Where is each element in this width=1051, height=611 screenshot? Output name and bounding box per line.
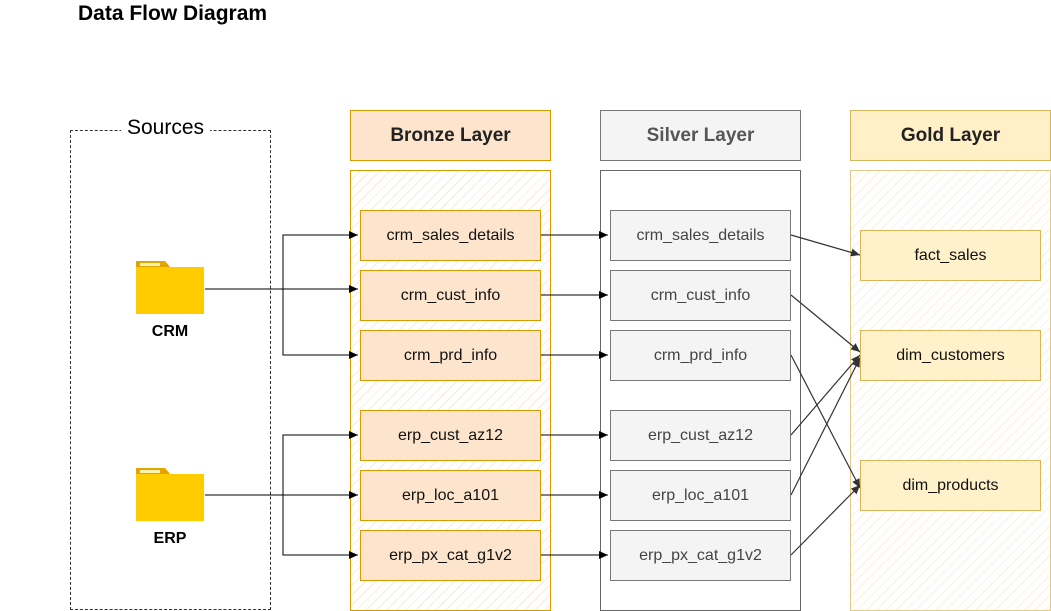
bronze-table-crm-cust-info: crm_cust_info: [360, 270, 541, 321]
bronze-layer-header: Bronze Layer: [350, 110, 551, 161]
edge-erp-to-erp-px-cat-g1v2: [282, 495, 358, 559]
edge-crm-to-crm-sales-details: [282, 231, 358, 289]
source-erp-label: ERP: [153, 530, 187, 547]
silver-layer-header: Silver Layer: [600, 110, 801, 161]
silver-table-erp-loc-a101: erp_loc_a101: [610, 470, 791, 521]
bronze-table-erp-px-cat-g1v2: erp_px_cat_g1v2: [360, 530, 541, 581]
gold-table-dim-customers: dim_customers: [860, 330, 1041, 381]
silver-table-crm-prd-info: crm_prd_info: [610, 330, 791, 381]
source-crm-label: CRM: [151, 323, 189, 340]
bronze-table-crm-sales-details: crm_sales_details: [360, 210, 541, 261]
edge-px-cat-to-dim-products: [790, 484, 861, 556]
sources-label: Sources: [121, 116, 211, 140]
edge-cust-info-to-dim-customers: [790, 294, 861, 353]
gold-table-fact-sales: fact_sales: [860, 230, 1041, 281]
diagram-title: Data Flow Diagram: [78, 2, 268, 25]
silver-table-crm-sales-details: crm_sales_details: [610, 210, 791, 261]
folder-icon: [136, 261, 204, 314]
edge-loc-a101-to-dim-customers: [790, 357, 861, 496]
edge-sales-details-to-fact-sales: [790, 234, 861, 257]
folder-icon: [136, 468, 204, 521]
edge-crm-to-crm-prd-info: [282, 289, 358, 359]
silver-table-erp-px-cat-g1v2: erp_px_cat_g1v2: [610, 530, 791, 581]
bronze-table-crm-prd-info: crm_prd_info: [360, 330, 541, 381]
silver-table-crm-cust-info: crm_cust_info: [610, 270, 791, 321]
edge-prd-info-to-dim-products: [790, 354, 861, 489]
silver-table-erp-cust-az12: erp_cust_az12: [610, 410, 791, 461]
gold-layer-header: Gold Layer: [850, 110, 1051, 161]
edge-cust-az12-to-dim-customers: [790, 354, 861, 436]
edge-erp-to-erp-cust-az12: [282, 431, 358, 495]
gold-table-dim-products: dim_products: [860, 460, 1041, 511]
bronze-table-erp-cust-az12: erp_cust_az12: [360, 410, 541, 461]
bronze-table-erp-loc-a101: erp_loc_a101: [360, 470, 541, 521]
